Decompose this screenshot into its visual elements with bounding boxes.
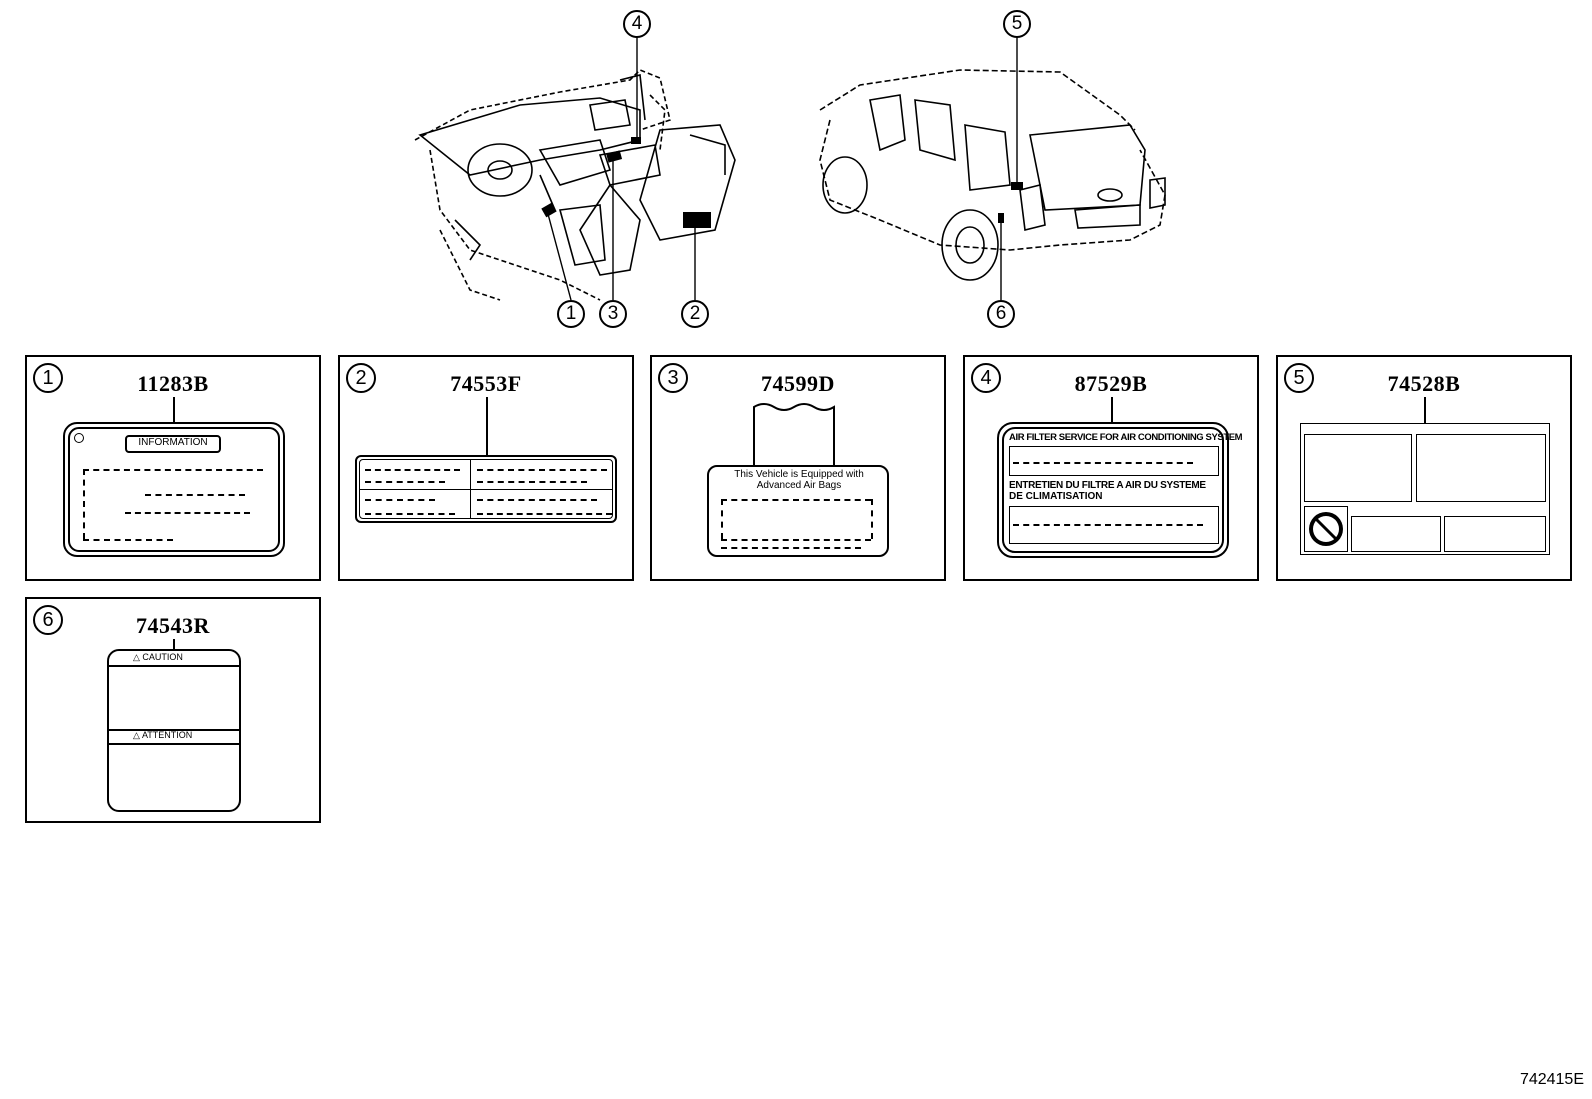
label-panel-5: 5 74528B bbox=[1276, 355, 1572, 581]
interior-illustration bbox=[414, 37, 736, 301]
label-panel-3: 3 74599D This Vehicle is Equipped with A… bbox=[650, 355, 946, 581]
information-title: INFORMATION bbox=[138, 437, 208, 448]
air-filter-title-fr: ENTRETIEN DU FILTRE A AIR DU SYSTEME bbox=[1009, 480, 1206, 491]
caution-heading: △ CAUTION bbox=[133, 652, 183, 662]
panel-index: 4 bbox=[971, 363, 1001, 393]
panel-index: 1 bbox=[33, 363, 63, 393]
airbag-label: This Vehicle is Equipped with Advanced A… bbox=[707, 465, 889, 557]
panel-index: 5 bbox=[1284, 363, 1314, 393]
attention-heading: △ ATTENTION bbox=[133, 730, 193, 740]
callout-1: 1 bbox=[557, 300, 585, 328]
information-label: INFORMATION bbox=[63, 422, 285, 557]
attention-text: ATTENTION bbox=[141, 730, 193, 740]
air-filter-label: AIR FILTER SERVICE FOR AIR CONDITIONING … bbox=[997, 422, 1243, 558]
part-number: 74599D bbox=[761, 371, 835, 396]
panel-index: 6 bbox=[33, 605, 63, 635]
panel-index: 2 bbox=[346, 363, 376, 393]
caution-label: △ CAUTION △ ATTENTION bbox=[107, 649, 241, 812]
label-panel-6: 6 74543R △ CAUTION △ ATTENTION bbox=[25, 597, 321, 823]
part-number: 11283B bbox=[137, 371, 209, 396]
callout-5: 5 bbox=[1003, 10, 1031, 38]
panel-index: 3 bbox=[658, 363, 688, 393]
callout-2: 2 bbox=[681, 300, 709, 328]
air-filter-title-en: AIR FILTER SERVICE FOR AIR CONDITIONING … bbox=[1009, 432, 1243, 443]
airbag-notice: This Vehicle is Equipped with Advanced A… bbox=[734, 469, 864, 491]
label-panel-2: 2 74553F bbox=[338, 355, 634, 581]
part-number: 74528B bbox=[1387, 371, 1461, 396]
callout-4: 4 bbox=[623, 10, 651, 38]
airbag-label-tab bbox=[753, 403, 835, 468]
label-panel-1: 1 11283B INFORMATION bbox=[25, 355, 321, 581]
caution-text: CAUTION bbox=[142, 652, 183, 662]
label-panel-4: 4 87529B AIR FILTER SERVICE FOR AIR COND… bbox=[963, 355, 1259, 581]
part-number: 74553F bbox=[450, 371, 522, 396]
exterior-illustration bbox=[819, 37, 1166, 300]
tire-info-label bbox=[355, 455, 617, 523]
callout-6: 6 bbox=[987, 300, 1015, 328]
air-filter-title-fr-2: DE CLIMATISATION bbox=[1009, 491, 1103, 502]
callout-3: 3 bbox=[599, 300, 627, 328]
part-number: 74543R bbox=[136, 613, 210, 638]
figure-code: 742415E bbox=[1519, 1071, 1584, 1088]
warning-label bbox=[1300, 423, 1550, 555]
part-number: 87529B bbox=[1074, 371, 1148, 396]
no-touch-icon bbox=[1309, 512, 1343, 546]
